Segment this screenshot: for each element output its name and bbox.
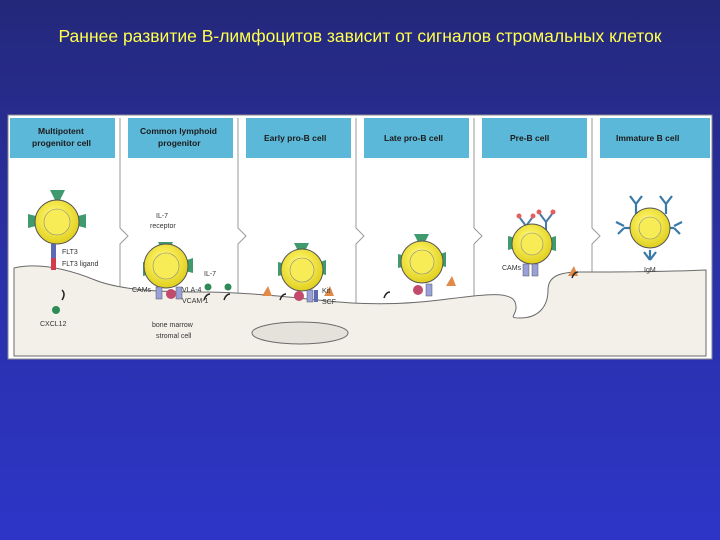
label-cams-1: CAMs [132,287,152,294]
label-vla4: VLA-4 [182,287,202,294]
label-vcam1: VCAM-1 [182,298,209,305]
stage-6-title: Immature B cell [616,133,679,143]
label-flt3-ligand: FLT3 ligand [62,261,99,268]
stage-3-title: Early pro-B cell [264,133,326,143]
stage-5-title: Pre-B cell [510,133,549,143]
label-stromal-line2: stromal cell [156,333,192,340]
label-cxcl12: CXCL12 [40,321,67,328]
stage-2-title-line2: progenitor [158,138,201,148]
label-cams-2: CAMs [502,265,522,272]
stage-2-title-line1: Common lymphoid [140,126,217,136]
label-kit: Kit [322,288,330,295]
label-il7-receptor-line1: IL-7 [156,213,168,220]
label-stromal-line1: bone marrow [152,322,194,329]
stage-1-title-line2: progenitor cell [32,138,91,148]
label-scf: SCF [322,299,336,306]
label-igm: IgM [644,267,656,274]
label-il7-receptor-line2: receptor [150,223,176,230]
stage-1-title-line1: Multipotent [38,126,84,136]
stromal-nucleus [252,322,348,344]
label-il7: IL-7 [204,271,216,278]
label-flt3: FLT3 [62,249,78,256]
stage-4-title: Late pro-B cell [384,133,443,143]
